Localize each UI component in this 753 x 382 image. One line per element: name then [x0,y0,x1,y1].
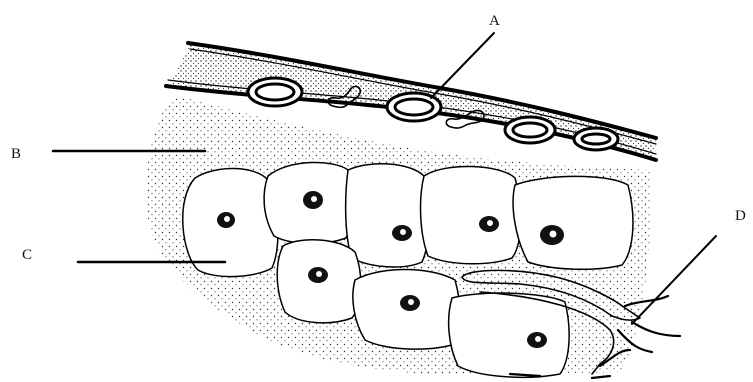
cell [277,240,361,323]
cell [183,168,278,276]
cell [353,270,460,350]
pointer-line-a [431,33,494,98]
cell [421,166,521,263]
label-c: C [22,247,32,263]
cell [513,176,633,269]
cell [346,164,429,267]
red-blood-cell [574,128,618,150]
label-b: B [11,146,21,162]
cell [449,293,570,377]
label-a: A [489,13,500,29]
label-d: D [735,208,746,224]
red-blood-cell [248,78,302,106]
red-blood-cell [505,117,555,143]
cell [264,162,351,243]
